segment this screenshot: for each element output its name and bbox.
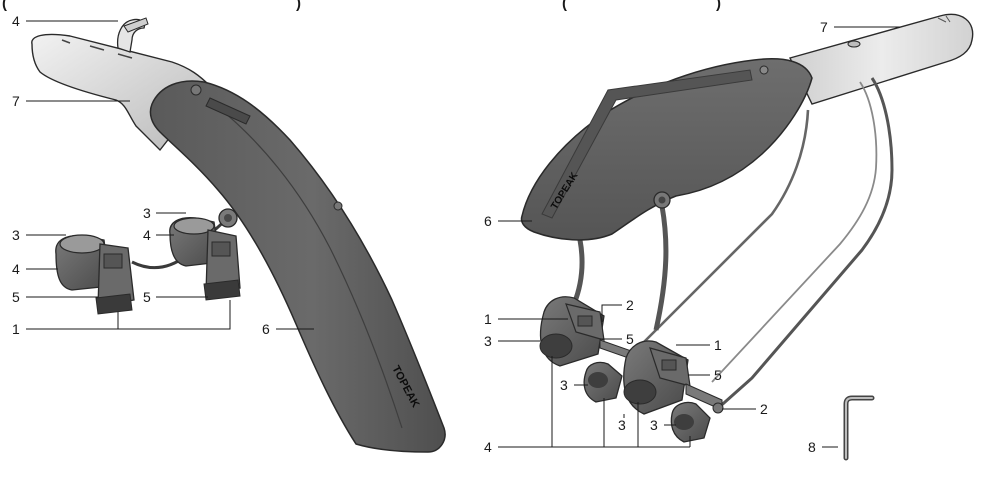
callout-left-1: 1: [12, 321, 20, 337]
callout-left-7: 7: [12, 93, 20, 109]
left-top-clip-tab: [123, 17, 149, 33]
right-silver-tube: [789, 13, 974, 105]
right-fender-body: [520, 58, 813, 241]
callout-right-5-a: 5: [626, 331, 634, 347]
callout-left-5-b: 5: [143, 289, 151, 305]
left-fender-screw: [190, 84, 202, 96]
hex-key-tool: [843, 395, 875, 461]
left-fender-side-screw: [333, 201, 343, 211]
callout-right-1-a: 1: [484, 311, 492, 327]
callout-right-2-a: 2: [626, 297, 634, 313]
callout-left-3-b: 3: [143, 205, 151, 221]
right-long-stay-a: [715, 77, 894, 412]
callout-right-7: 7: [820, 19, 828, 35]
left-callouts: 4 7 3 4 5 3 4 5 1 6: [12, 13, 314, 337]
header-fragment-left: (: [2, 0, 7, 12]
right-clamp-group-a: [539, 296, 641, 403]
callout-right-6: 6: [484, 213, 492, 229]
right-pivot-bolt-core: [658, 196, 666, 204]
right-tube-mark: [937, 15, 951, 23]
callout-left-4-b: 4: [143, 227, 151, 243]
left-fender-assembly: TOPEAK: [31, 17, 446, 453]
callout-left-4-top: 4: [12, 13, 20, 29]
callout-left-4-a: 4: [12, 261, 20, 277]
right-long-stay-b: [711, 81, 878, 383]
header-fragment-right-end: ): [716, 0, 721, 12]
header-fragment-left-end: ): [296, 0, 301, 12]
left-fender-label-panel: [205, 97, 251, 125]
right-inner-stay: [653, 205, 669, 331]
right-fender-assembly: TOPEAK: [520, 13, 974, 461]
left-clamp-unit-b: [169, 216, 241, 301]
callout-right-3-d: 3: [650, 417, 658, 433]
callout-right-1-b: 1: [714, 337, 722, 353]
left-pivot-bolt-core: [224, 214, 232, 222]
left-fender-body: [149, 80, 446, 453]
right-fender-screw: [759, 65, 769, 75]
right-front-stay: [571, 239, 585, 305]
right-tube-hole: [847, 40, 861, 48]
callout-right-3-b: 3: [560, 377, 568, 393]
callout-right-8: 8: [808, 439, 816, 455]
left-bracket-marks: [61, 39, 133, 59]
left-fender-ridge: [213, 103, 403, 429]
callout-left-3-a: 3: [12, 227, 20, 243]
hex-key-highlight: [845, 397, 873, 459]
right-clamp-group-b: [623, 340, 724, 443]
left-clamp-unit-a: [55, 234, 135, 315]
right-mid-stay: [639, 109, 810, 347]
right-fender-label-panel: [541, 69, 753, 219]
callout-right-2-b: 2: [760, 401, 768, 417]
callout-left-5-a: 5: [12, 289, 20, 305]
right-callouts: 7 6 1 2 3 5 1 3 5 2 3 3 4 8: [484, 19, 900, 455]
callout-right-3-a: 3: [484, 333, 492, 349]
callout-right-3-c: 3: [618, 417, 626, 433]
callout-right-4: 4: [484, 439, 492, 455]
callout-left-6: 6: [262, 321, 270, 337]
header-fragment-right: (: [562, 0, 567, 12]
callout-right-5-b: 5: [714, 367, 722, 383]
